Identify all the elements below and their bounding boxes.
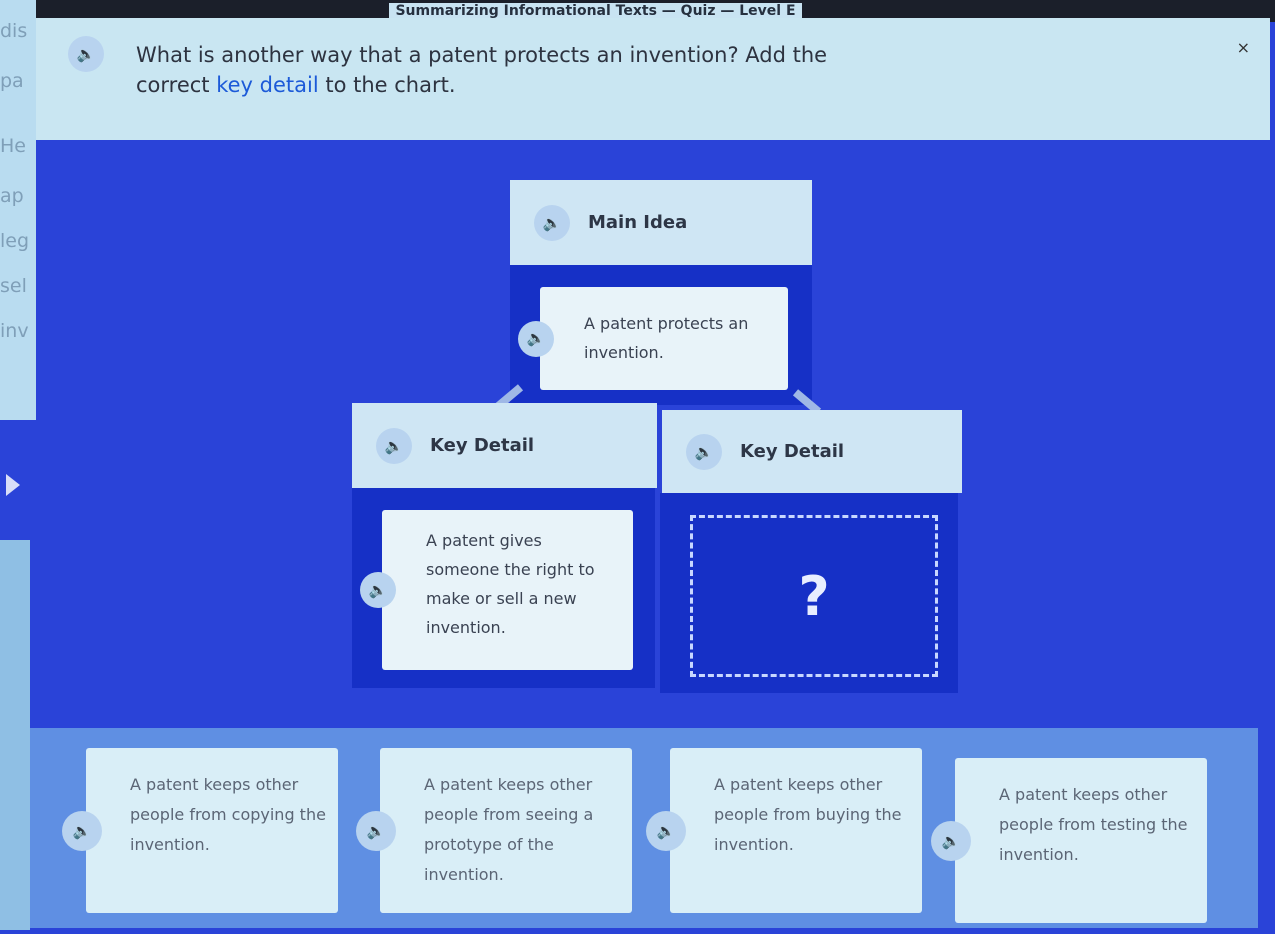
speaker-icon[interactable]: 🔈	[518, 320, 554, 357]
question-highlight: key detail	[216, 73, 319, 97]
speaker-icon[interactable]: 🔈	[376, 427, 412, 464]
background-text: ap	[0, 185, 24, 207]
speaker-icon[interactable]: 🔈	[534, 204, 570, 241]
key-detail-label: Key Detail	[740, 441, 845, 462]
background-text: dis	[0, 20, 28, 42]
background-text: He	[0, 135, 26, 157]
background-page-panel: dis pa He ap leg sel inv	[0, 0, 36, 420]
answer-text: A patent keeps other people from seeing …	[424, 775, 594, 884]
background-page-panel-lower	[0, 540, 30, 930]
main-idea-label: Main Idea	[588, 212, 688, 233]
question-part: to the chart.	[318, 73, 456, 97]
question-text: What is another way that a patent protec…	[136, 40, 896, 100]
key-detail-body: ?	[660, 493, 958, 693]
window-title: Summarizing Informational Texts — Quiz —…	[389, 3, 802, 19]
speaker-icon[interactable]: 🔈	[646, 810, 686, 851]
key-detail-header: 🔈 Key Detail	[352, 403, 657, 488]
speaker-icon[interactable]: 🔈	[356, 810, 396, 851]
background-text: pa	[0, 70, 24, 92]
play-triangle-icon[interactable]	[6, 474, 20, 496]
window-title-bar: Summarizing Informational Texts — Quiz —…	[36, 0, 1275, 22]
speaker-icon[interactable]: 🔈	[360, 572, 396, 608]
background-text: sel	[0, 275, 27, 297]
question-panel: × 🔈 What is another way that a patent pr…	[36, 18, 1270, 140]
speaker-icon[interactable]: 🔈	[686, 433, 722, 470]
key-detail-header: 🔈 Key Detail	[662, 410, 962, 493]
answer-option[interactable]: 🔈 A patent keeps other people from seein…	[356, 748, 632, 913]
answer-option[interactable]: 🔈 A patent keeps other people from buyin…	[646, 748, 922, 913]
answer-text: A patent keeps other people from buying …	[714, 775, 902, 854]
main-idea-body: 🔈 A patent protects an invention.	[510, 265, 812, 405]
answer-tray: 🔈 A patent keeps other people from copyi…	[30, 728, 1258, 928]
question-mark: ?	[798, 564, 830, 628]
drop-target[interactable]: ?	[690, 515, 938, 677]
background-text: leg	[0, 230, 30, 252]
answer-option[interactable]: 🔈 A patent keeps other people from copyi…	[62, 748, 338, 913]
key-detail-text: A patent gives someone the right to make…	[426, 531, 595, 637]
question-part: What is another way that a patent protec…	[136, 43, 828, 97]
answer-text: A patent keeps other people from copying…	[130, 775, 326, 854]
speaker-icon[interactable]: 🔈	[931, 820, 971, 861]
key-detail-card: 🔈 A patent gives someone the right to ma…	[360, 510, 633, 670]
answer-text: A patent keeps other people from testing…	[999, 785, 1188, 864]
main-idea-text: A patent protects an invention.	[584, 314, 749, 362]
answer-option[interactable]: 🔈 A patent keeps other people from testi…	[931, 758, 1207, 923]
background-text: inv	[0, 320, 29, 342]
main-idea-card: 🔈 A patent protects an invention.	[518, 287, 788, 390]
speaker-icon[interactable]: 🔈	[68, 36, 104, 72]
speaker-icon[interactable]: 🔈	[62, 810, 102, 851]
main-idea-header: 🔈 Main Idea	[510, 180, 812, 265]
key-detail-label: Key Detail	[430, 435, 535, 456]
close-button[interactable]: ×	[1236, 38, 1250, 57]
key-detail-body: 🔈 A patent gives someone the right to ma…	[352, 488, 655, 688]
